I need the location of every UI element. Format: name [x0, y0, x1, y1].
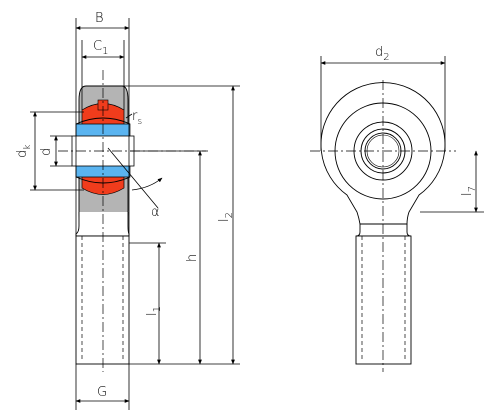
l7-label: l7: [460, 186, 478, 196]
alpha-line: [107, 147, 159, 209]
head-outline: [320, 82, 446, 225]
l1-label: l1: [145, 306, 163, 316]
C1-label: C1: [93, 39, 108, 57]
alpha-label: α: [151, 205, 160, 220]
B-label: B: [95, 11, 104, 26]
front-neck: [355, 224, 412, 237]
front-shank: [355, 235, 412, 365]
l2-label: l2: [217, 212, 235, 222]
threaded-shank: [75, 235, 130, 365]
G-label: G: [97, 385, 107, 400]
section-view: α rs B C1 dk d l2 h: [15, 11, 240, 410]
rs-label: rs: [132, 109, 142, 127]
front-view: d2 l7: [310, 45, 484, 372]
dk-label: dk: [15, 145, 33, 158]
d2-label: d2: [375, 45, 390, 63]
ball-top-arc: [75, 117, 131, 125]
h-label: h: [185, 254, 200, 262]
alpha-arc: [131, 177, 163, 191]
d-label: d: [39, 148, 54, 156]
neck: [75, 212, 130, 237]
